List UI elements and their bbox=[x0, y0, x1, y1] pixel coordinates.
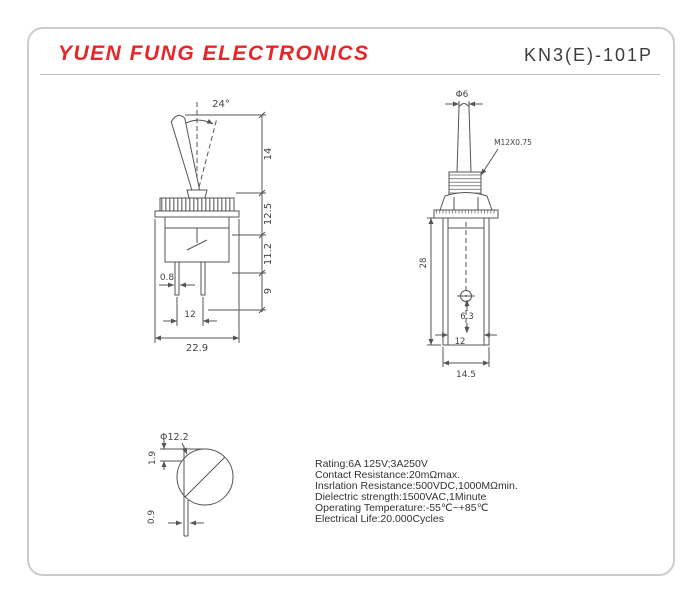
toggle-lever bbox=[170, 114, 201, 197]
dim-label-flat-depth: 1.9 bbox=[148, 451, 158, 466]
throw-line bbox=[196, 117, 218, 196]
spec-line-electrical-life: Electrical Life:20.000Cycles bbox=[315, 512, 444, 525]
header-divider bbox=[40, 74, 660, 75]
datasheet-border bbox=[27, 27, 675, 576]
lever-pivot bbox=[186, 189, 208, 199]
dim-label-14: 14 bbox=[263, 148, 274, 161]
width-dimensions bbox=[154, 219, 240, 343]
specifications: Rating:6A 125V;3A250V Contact Resistance… bbox=[315, 459, 518, 524]
dim-label-0-8: 0.8 bbox=[160, 273, 175, 283]
dim-label-22-9: 22.9 bbox=[186, 343, 208, 354]
height-dimension-chain bbox=[185, 111, 266, 314]
toggle-lever-front bbox=[456, 103, 472, 173]
panel-cutout-drawing: Φ12.2 1.9 0.9 bbox=[147, 432, 234, 537]
dim-label-12-5: 12.5 bbox=[263, 203, 274, 225]
hex-nut bbox=[439, 192, 493, 211]
dim-label-throw-angle: 24° bbox=[212, 99, 230, 110]
dim-label-9: 9 bbox=[263, 288, 274, 294]
dim-label-hole-dia: Φ12.2 bbox=[160, 432, 189, 443]
panel-cutout-geometry bbox=[160, 440, 234, 537]
spec-line-rating: Rating:6A 125V;3A250V bbox=[315, 458, 428, 470]
terminal-left bbox=[174, 262, 180, 296]
dim-label-body-height: 28 bbox=[419, 258, 429, 269]
panel-dimensions bbox=[160, 440, 206, 526]
dim-label-12: 12 bbox=[184, 310, 195, 320]
dim-label-inner-width: 12 bbox=[455, 337, 466, 347]
dim-label-overall-width: 14.5 bbox=[456, 370, 476, 380]
front-view-drawing: Φ6 M12X0.75 28 6.3 12 14.5 bbox=[419, 90, 532, 380]
spec-line-operating-temperature: Operating Temperature:-55℃~+85℃ bbox=[315, 501, 489, 514]
side-view-drawing: 24° 14 12.5 11.2 9 0.8 12 22.9 bbox=[154, 99, 274, 354]
dim-label-11-2: 11.2 bbox=[263, 243, 274, 265]
company-name: YUEN FUNG ELECTRONICS bbox=[58, 42, 370, 65]
section-line bbox=[184, 456, 226, 498]
spec-line-insulation-resistance: Insrlation Resistance:500VDC,1000MΩmin. bbox=[315, 479, 518, 492]
thread-leader bbox=[480, 148, 499, 176]
spec-line-dielectric-strength: Dielectric strength:1500VAC,1Minute bbox=[315, 490, 487, 503]
washer bbox=[154, 210, 240, 218]
dim-label-hole-offset: 6.3 bbox=[460, 312, 474, 322]
part-number: KN3(E)-101P bbox=[524, 45, 654, 65]
front-view-dimensions bbox=[427, 217, 497, 367]
side-view-geometry bbox=[154, 102, 266, 343]
dim-label-keyway-width: 0.9 bbox=[147, 510, 157, 525]
front-view-geometry bbox=[427, 101, 499, 367]
dim-label-lever-dia: Φ6 bbox=[456, 90, 469, 100]
terminal-right bbox=[200, 262, 206, 296]
lock-washer bbox=[433, 209, 499, 219]
thread-spec-label: M12X0.75 bbox=[494, 138, 532, 147]
spec-line-contact-resistance: Contact Resistance:20mΩmax. bbox=[315, 468, 460, 481]
